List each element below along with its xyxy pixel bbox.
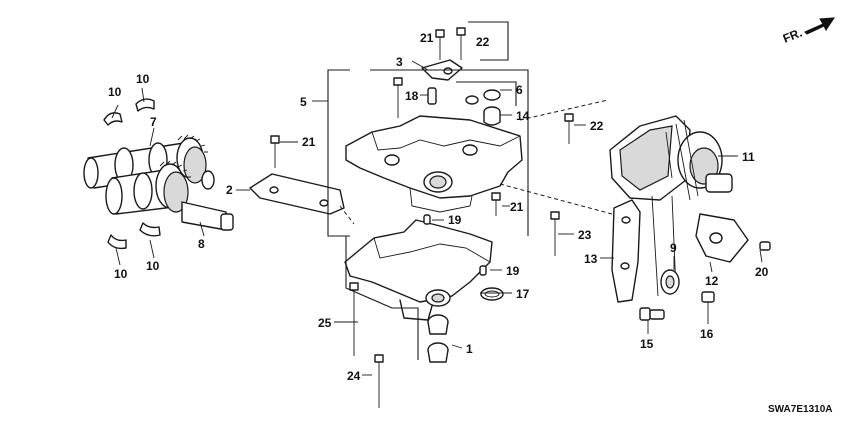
bearing-half-10d (139, 222, 161, 237)
callout-10: 10 (108, 85, 122, 99)
bolt-5-upper (393, 77, 403, 118)
callout-5: 5 (300, 95, 307, 109)
dowel-pin-19b (479, 265, 487, 276)
callout-10: 10 (114, 267, 128, 281)
callout-3: 3 (396, 55, 403, 69)
front-label: FR. (781, 26, 804, 46)
chain-guide-13 (611, 199, 641, 303)
frame-22-box (468, 21, 509, 61)
lower-balancer-housing (344, 219, 493, 321)
callout-23: 23 (578, 228, 592, 242)
chain-tensioner-12 (695, 213, 749, 263)
front-direction-indicator: FR. (781, 17, 835, 46)
bolt-24 (374, 354, 384, 408)
washer-6a (465, 95, 479, 105)
balancer-shaft-8 (105, 160, 234, 231)
callout-15: 15 (640, 337, 654, 351)
callout-16: 16 (700, 327, 714, 341)
dowel-pin-19a (423, 214, 431, 225)
callout-17: 17 (516, 287, 530, 301)
bushing-14 (483, 106, 501, 126)
diagram-reference-code: SWA7E1310A (768, 404, 832, 415)
frame-lower (345, 236, 419, 360)
bolt-15 (639, 307, 665, 321)
dowel-18 (427, 87, 437, 105)
callout-24: 24 (347, 369, 361, 383)
callout-6: 6 (516, 83, 523, 97)
callout-8: 8 (198, 237, 205, 251)
callout-19: 19 (506, 264, 520, 278)
callout-1: 1 (466, 342, 473, 356)
bearing-half-10c (107, 234, 127, 250)
callout-11: 11 (742, 150, 755, 164)
leader-lines (111, 60, 763, 376)
callout-9: 9 (670, 241, 677, 255)
callout-21: 21 (510, 200, 524, 214)
balancer-shaft-assembly (83, 98, 234, 250)
callout-10: 10 (146, 259, 160, 273)
bolt-16 (701, 291, 715, 316)
callout-20: 20 (755, 265, 769, 279)
bolt-23 (550, 211, 560, 256)
frame-upper-right (370, 69, 529, 236)
bolt-21-center (491, 192, 501, 216)
callout-22: 22 (476, 35, 490, 49)
callout-numbers: 10 10 7 8 10 10 2 21 5 3 21 22 18 6 14 2… (108, 31, 769, 383)
callout-10: 10 (136, 72, 150, 86)
oil-strainer-1 (427, 314, 449, 363)
front-arrow-icon (804, 17, 835, 35)
washer-6b (483, 89, 501, 101)
bolt-22-top (456, 27, 466, 60)
callout-2: 2 (226, 183, 233, 197)
upper-balancer-housing (345, 115, 523, 213)
balancer-shaft-7 (83, 134, 215, 190)
balancer-chain-drive (609, 115, 733, 201)
callout-7: 7 (150, 115, 157, 129)
callout-22: 22 (590, 119, 604, 133)
callout-25: 25 (318, 316, 332, 330)
bolt-21-left (270, 135, 280, 168)
baffle-plate-2 (249, 173, 345, 215)
callout-12: 12 (705, 274, 719, 288)
frame-6-box (456, 81, 517, 106)
bearing-half-10a (103, 112, 123, 126)
callout-14: 14 (516, 109, 530, 123)
bolt-21-top (435, 29, 445, 60)
bolt-20 (759, 241, 771, 251)
callout-13: 13 (584, 252, 598, 266)
bolt-22-right (564, 113, 574, 144)
sprocket-9 (660, 269, 680, 295)
frame-5 (327, 69, 350, 237)
callout-19: 19 (448, 213, 462, 227)
callout-21: 21 (302, 135, 316, 149)
o-ring-17 (480, 287, 504, 301)
callout-18: 18 (405, 89, 419, 103)
callout-21: 21 (420, 31, 434, 45)
bolt-25 (349, 282, 359, 356)
bearing-half-10b (135, 98, 155, 112)
